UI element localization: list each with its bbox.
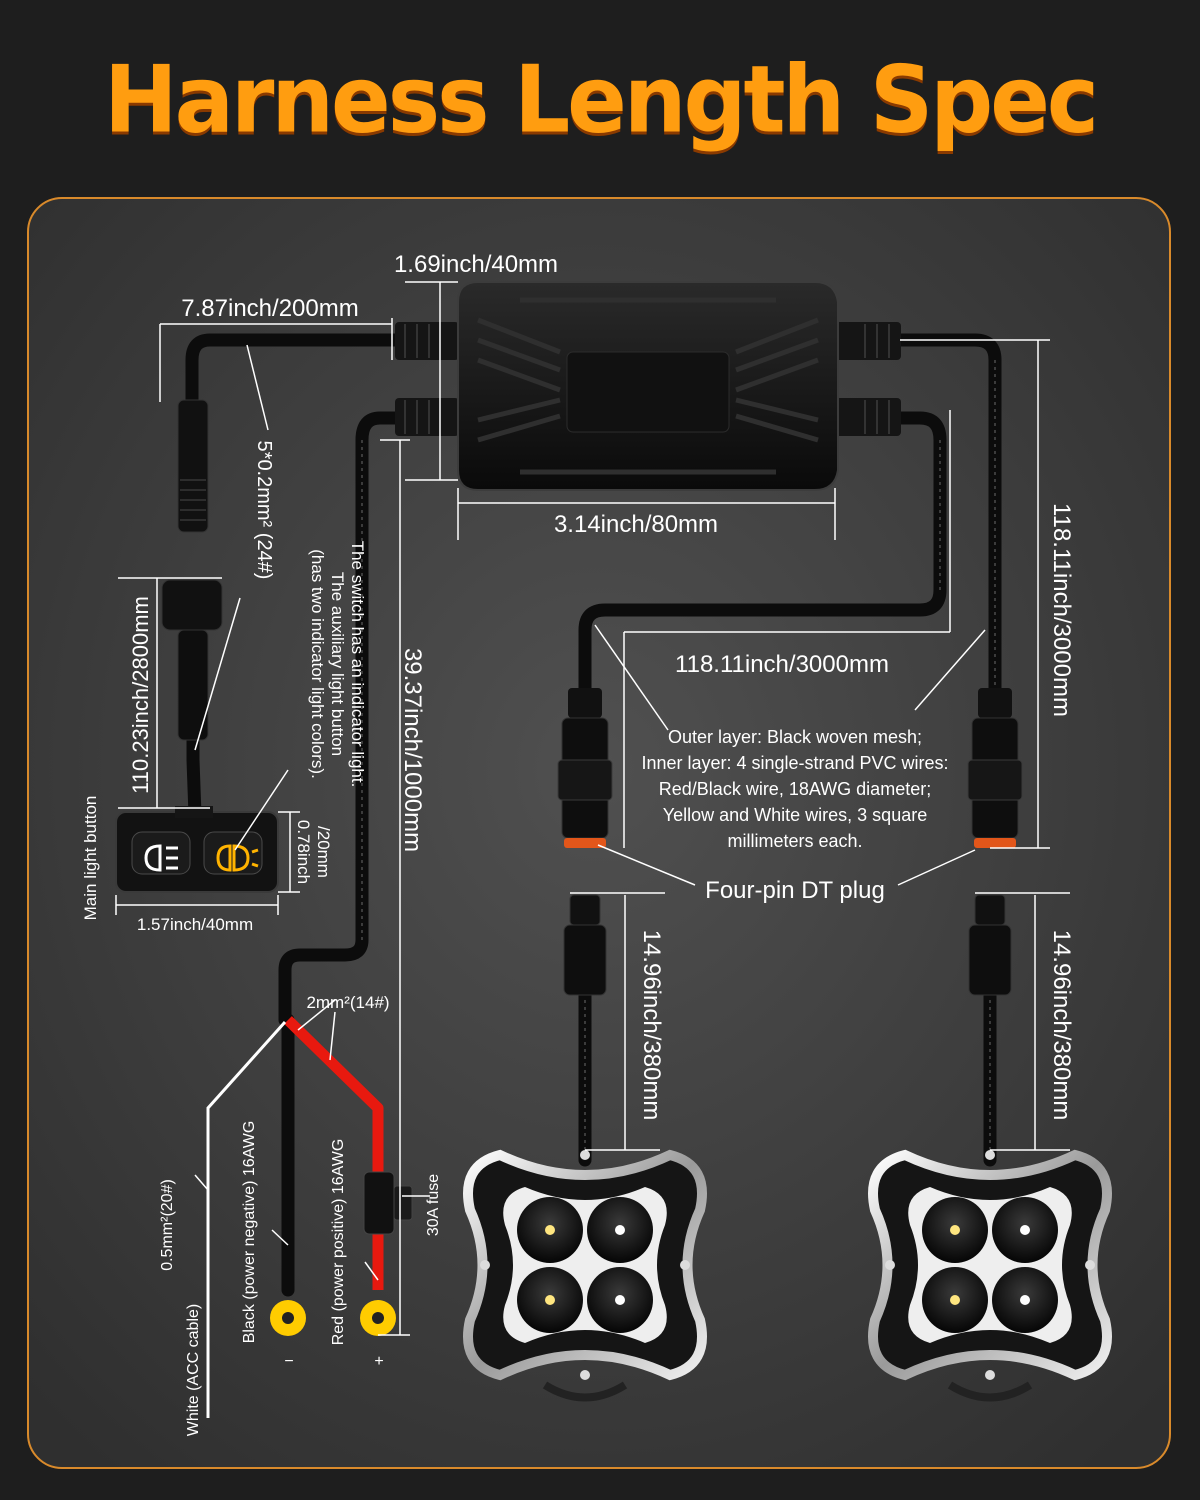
inline-fuse [363, 1171, 413, 1235]
wire-note-3: Red/Black wire, 18AWG diameter; [659, 779, 931, 799]
dim-light-harness-right: 118.11inch/3000mm [1048, 503, 1075, 717]
dim-light-harness-long: 118.11inch/3000mm [675, 651, 889, 678]
controller-box [395, 281, 901, 491]
ring-terminal-positive [360, 1300, 396, 1336]
negative-symbol: − [284, 1353, 293, 1370]
page-title: Harness Length Spec [103, 45, 1099, 154]
pod-plug-right [968, 894, 1012, 996]
dimension-lines [115, 281, 1070, 1336]
dim-switch-width: 1.57inch/40mm [137, 915, 253, 934]
switch-note-2: The auxiliary light button [328, 572, 347, 756]
dim-switch-lead: 7.87inch/200mm [181, 295, 358, 322]
wire-note-4: Yellow and White wires, 3 square [663, 805, 927, 825]
white-acc-wire [206, 1020, 287, 1418]
fuse-label: 30A fuse [425, 1174, 442, 1236]
dim-controller-width: 3.14inch/80mm [554, 511, 718, 538]
wire-note-2: Inner layer: 4 single-strand PVC wires: [641, 753, 948, 773]
wire-note-1: Outer layer: Black woven mesh; [668, 727, 922, 747]
dim-power-harness: 39.37inch/1000mm [399, 648, 426, 852]
dim-switch-height-1: 0.78inch [294, 820, 313, 884]
switch-wire-spec: 5*0.2mm² (24#) [253, 441, 275, 580]
positive-symbol: + [374, 1353, 383, 1370]
white-wire-label: White (ACC cable) [185, 1304, 202, 1436]
fog-light-icon [216, 844, 259, 872]
led-pod-light-left [463, 1149, 707, 1402]
switch-note-1: The switch has an indicator light. [348, 541, 367, 788]
dt-plug-label: Four-pin DT plug [705, 877, 885, 904]
switch-note-3: (has two indicator light colors). [308, 549, 327, 779]
wire-note-5: millimeters each. [727, 831, 862, 851]
headlight-icon [144, 844, 178, 872]
dim-switch-cable: 110.23inch/2800mm [128, 596, 153, 794]
dim-pod-lead-right: 14.96inch/380mm [1048, 930, 1075, 1121]
leader-lines [194, 344, 986, 1281]
dt-plug-left [557, 688, 613, 848]
ring-terminal-negative [270, 1300, 306, 1336]
main-light-button-label: Main light button [81, 796, 100, 921]
mesh-texture [361, 360, 996, 1155]
acc-wire-spec: 0.5mm²(20#) [159, 1179, 176, 1271]
switch-cable-connector [161, 579, 223, 741]
dim-controller-height: 1.69inch/40mm [394, 251, 558, 278]
dim-pod-lead-left: 14.96inch/380mm [638, 930, 665, 1121]
red-wire-label: Red (power positive) 16AWG [330, 1139, 347, 1346]
pod-plug-left [563, 894, 607, 996]
switch-panel [115, 806, 279, 893]
power-wire-spec: 2mm²(14#) [306, 993, 389, 1012]
led-pod-light-right [868, 1149, 1112, 1402]
dim-switch-height-2: /20mm [314, 826, 333, 878]
black-wire-label: Black (power negative) 16AWG [241, 1121, 258, 1344]
switch-lead-connector [177, 399, 209, 533]
dt-plug-right [967, 688, 1023, 848]
